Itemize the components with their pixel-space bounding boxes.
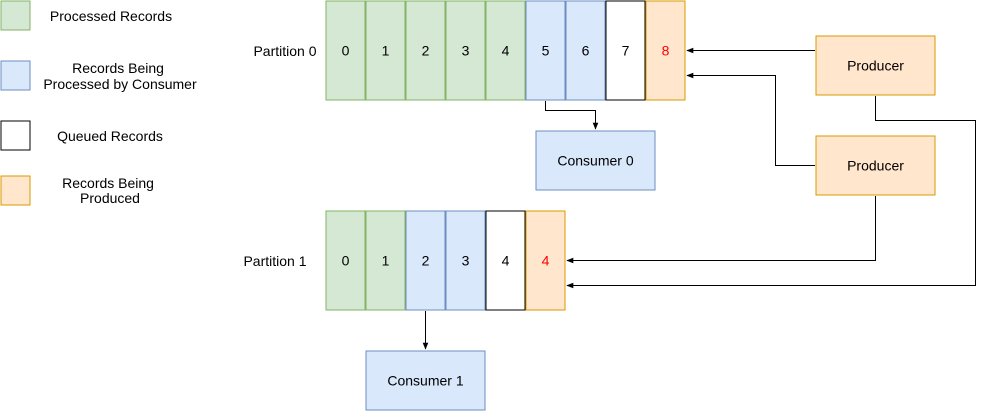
consumer-1: Consumer 1: [365, 350, 486, 411]
consumer-1-box: [365, 350, 486, 411]
partition-0: Partition 0 0 1 2 3 4 5 6 7 8: [253, 0, 686, 101]
legend: Processed Records Records Being Processe…: [0, 0, 197, 206]
partition-0-record-0-offset: 0: [342, 43, 350, 59]
producer-top-box: [815, 35, 936, 96]
edge-partition-0-to-consumer-0: [545, 101, 599, 130]
partition-0-record-1-offset: 1: [382, 43, 390, 59]
producer-bottom-box: [815, 135, 936, 196]
edges: [422, 47, 976, 350]
edge-producer-top-to-partition-1: [566, 96, 976, 289]
partition-1-record-3-offset: 3: [462, 253, 470, 269]
partition-0-record-0-cell: [325, 0, 366, 101]
partition-1-record-1-cell: [365, 210, 406, 311]
partition-1-record-5-offset: 4: [542, 253, 550, 269]
legend-swatch-queued: [0, 120, 31, 151]
partition-0-label: Partition 0: [253, 43, 316, 59]
consumer-0: Consumer 0: [535, 130, 656, 191]
producer-bottom-label: Producer: [847, 158, 904, 174]
partition-0-records: 0 1 2 3 4 5 6 7 8: [325, 0, 686, 101]
partition-1-record-2-cell: [405, 210, 446, 311]
partition-1-record-0-cell: [325, 210, 366, 311]
legend-item-queued: Queued Records: [0, 120, 163, 151]
consumer-1-label: Consumer 1: [387, 373, 463, 389]
partition-0-record-2-cell: [405, 0, 446, 101]
edge-producer-bottom-to-partition-0: [686, 72, 815, 166]
partition-0-record-8-offset: 8: [662, 43, 670, 59]
legend-label-processing: Records Being Processed by Consumer: [43, 60, 197, 92]
partition-0-record-4-cell: [485, 0, 526, 101]
legend-label-queued: Queued Records: [57, 128, 163, 144]
edge-producer-bottom-to-partition-1: [566, 196, 876, 264]
partition-1-record-4-offset: 4: [502, 253, 510, 269]
producer-top-label: Producer: [847, 58, 904, 74]
partition-0-record-7-offset: 7: [622, 43, 630, 59]
consumer-0-label: Consumer 0: [557, 153, 633, 169]
partition-0-record-6-cell: [565, 0, 606, 101]
legend-item-produced: Records Being Produced: [0, 175, 158, 206]
partition-1-record-2-offset: 2: [422, 253, 430, 269]
partition-0-record-7-cell: [605, 0, 646, 101]
legend-item-processed: Processed Records: [0, 0, 172, 31]
partition-0-record-1-cell: [365, 0, 406, 101]
partition-1: Partition 1 0 1 2 3 4 4: [243, 210, 566, 311]
partition-1-record-3-cell: [445, 210, 486, 311]
legend-swatch-produced: [0, 175, 31, 206]
legend-swatch-processing: [0, 60, 31, 91]
producer-bottom: Producer: [815, 135, 936, 196]
legend-item-processing: Records Being Processed by Consumer: [0, 60, 197, 92]
legend-label-produced: Records Being Produced: [62, 175, 158, 206]
partition-1-record-0-offset: 0: [342, 253, 350, 269]
legend-swatch-processed: [0, 0, 31, 31]
partition-1-record-1-offset: 1: [382, 253, 390, 269]
producer-top: Producer: [815, 35, 936, 96]
partition-1-record-5-cell: [525, 210, 566, 311]
partition-1-record-4-cell: [485, 210, 526, 311]
consumer-0-box: [535, 130, 656, 191]
partition-0-record-6-offset: 6: [582, 43, 590, 59]
partition-0-record-8-cell: [645, 0, 686, 101]
partition-1-records: 0 1 2 3 4 4: [325, 210, 566, 311]
partition-0-record-5-offset: 5: [542, 43, 550, 59]
partition-1-label: Partition 1: [243, 253, 306, 269]
partition-0-record-3-offset: 3: [462, 43, 470, 59]
partition-0-record-3-cell: [445, 0, 486, 101]
legend-label-processed: Processed Records: [50, 8, 172, 24]
partition-0-record-5-cell: [525, 0, 566, 101]
partition-0-record-4-offset: 4: [502, 43, 510, 59]
partition-0-record-2-offset: 2: [422, 43, 430, 59]
